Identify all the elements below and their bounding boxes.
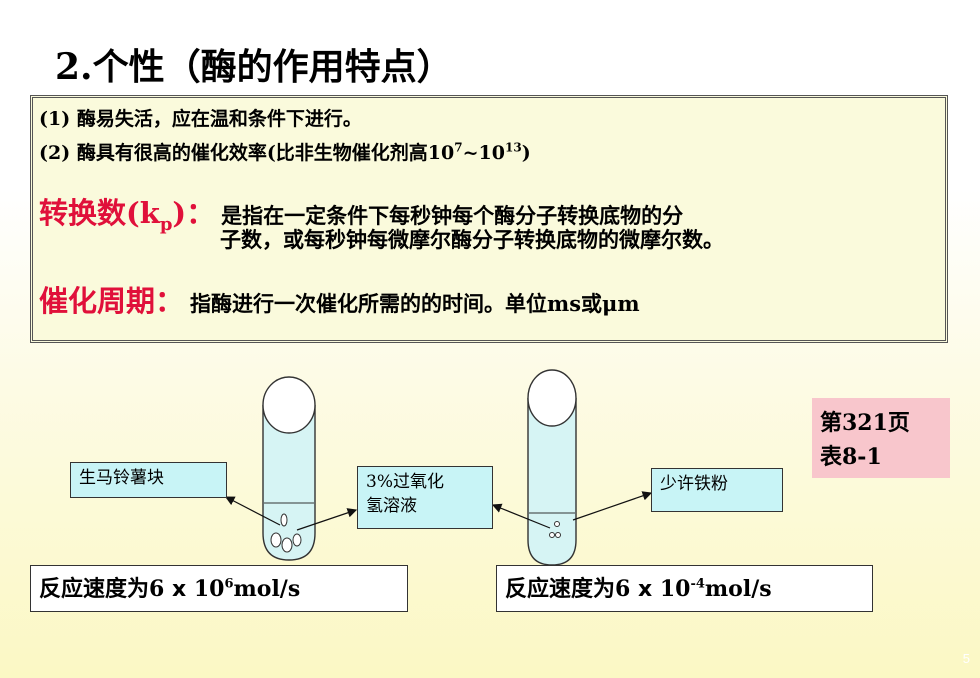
test-tube-iron bbox=[527, 369, 577, 566]
feature-line-1: (1) 酶易失活，应在温和条件下进行。 bbox=[39, 108, 362, 130]
test-tube-potato bbox=[262, 376, 316, 561]
arrow-to-potato-label bbox=[224, 496, 281, 526]
reaction-rate-iron: 反应速度为6 x 10-4mol/s bbox=[496, 565, 873, 612]
catalytic-cycle-term: 催化周期： bbox=[39, 284, 185, 318]
slide-title: 2.个性（酶的作用特点） bbox=[55, 46, 453, 88]
page-number: 5 bbox=[962, 651, 970, 666]
turnover-number-definition: 转换数(kp)：是指在一定条件下每秒钟每个酶分子转换底物的分 bbox=[39, 196, 684, 235]
arrow-to-iron-label bbox=[572, 491, 653, 521]
textbook-reference: 第321页 表8-1 bbox=[812, 398, 950, 478]
label-raw-potato: 生马铃薯块 bbox=[70, 462, 227, 498]
label-iron-powder: 少许铁粉 bbox=[651, 468, 783, 512]
feature-line-2: (2) 酶具有很高的催化效率(比非生物催化剂高107~1013) bbox=[39, 140, 531, 164]
turnover-number-definition-cont: 子数，或每秒钟每微摩尔酶分子转换底物的微摩尔数。 bbox=[220, 227, 724, 252]
turnover-number-term: 转换数(kp)： bbox=[39, 196, 216, 235]
arrow-to-h2o2-label-left bbox=[296, 508, 358, 531]
feature-box: (1) 酶易失活，应在温和条件下进行。 (2) 酶具有很高的催化效率(比非生物催… bbox=[30, 95, 948, 343]
label-hydrogen-peroxide: 3%过氧化 氢溶液 bbox=[357, 466, 493, 529]
arrow-to-h2o2-label-right bbox=[491, 503, 551, 529]
reaction-rate-enzyme: 反应速度为6 x 106mol/s bbox=[30, 565, 408, 612]
catalytic-cycle-definition: 催化周期：指酶进行一次催化所需的的时间。单位ms或μm bbox=[39, 284, 640, 318]
